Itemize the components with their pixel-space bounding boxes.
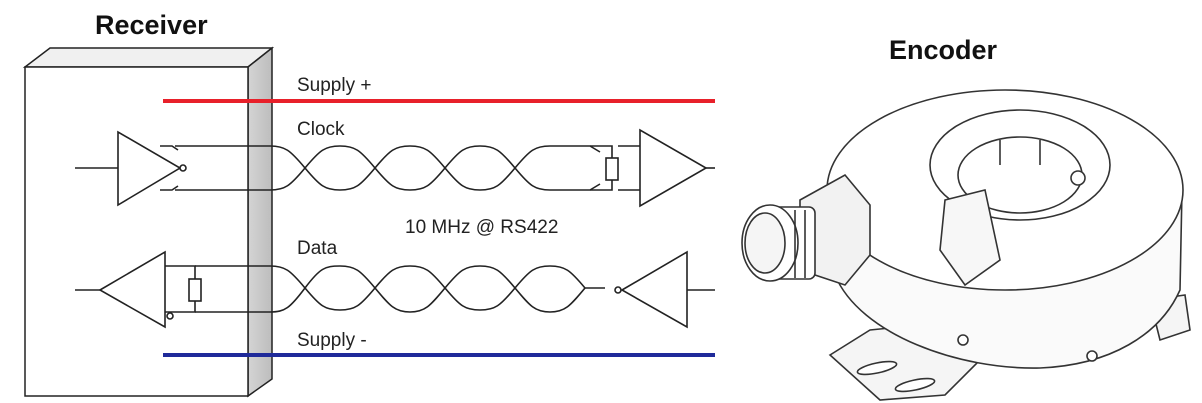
receiver-box (22, 46, 275, 398)
clock-twisted-pair (175, 145, 601, 191)
encoder-title: Encoder (889, 35, 998, 65)
supply-plus-label: Supply + (297, 75, 371, 96)
rate-label: 10 MHz @ RS422 (405, 217, 558, 238)
clock-label: Clock (297, 119, 345, 140)
supply-minus-label: Supply - (297, 330, 367, 351)
clock-receiver-buffer (75, 130, 187, 207)
data-receiver-buffer (75, 250, 202, 329)
clock-encoder-driver (590, 128, 715, 208)
data-encoder-driver (614, 250, 715, 329)
receiver-title: Receiver (95, 10, 208, 40)
data-twisted-pair (195, 265, 605, 313)
encoder-illustration (741, 89, 1191, 401)
data-label: Data (297, 238, 338, 259)
